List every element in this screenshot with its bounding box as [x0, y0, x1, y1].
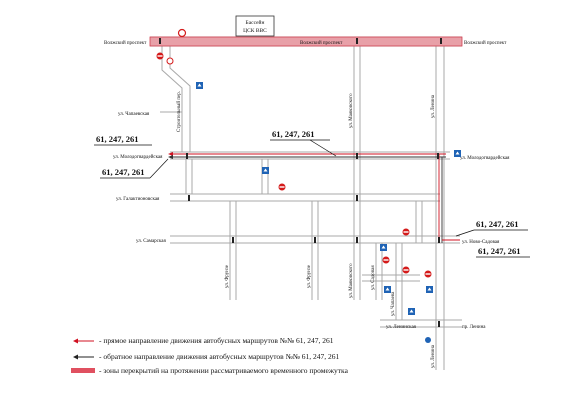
- legend-closure: - зоны перекрытий на протяжении рассматр…: [70, 366, 450, 375]
- route-lines: [170, 153, 460, 243]
- route-label: 61, 247, 261: [272, 129, 315, 139]
- street-label: ул. Молодогвардейская: [460, 156, 510, 161]
- arrow-left-icon: [168, 152, 173, 156]
- no-entry-sign: [424, 270, 432, 278]
- traffic-light-icon: [159, 38, 442, 327]
- route-label: 61, 247, 261: [96, 134, 139, 144]
- one-way-sign: [454, 150, 461, 157]
- legend-forward: - прямое направление движения автобусных…: [70, 336, 450, 345]
- arrow-left-icon: [168, 155, 173, 159]
- street-label: ул. Маяковского: [349, 263, 354, 298]
- reverse-arrow-icon: [70, 353, 96, 361]
- one-way-sign: [426, 286, 433, 293]
- street-label: ул. Молодогвардейская: [113, 155, 163, 160]
- street-label: ул. Ленина: [431, 94, 436, 118]
- no-entry-sign: [156, 52, 164, 60]
- no-entry-sign: [278, 183, 286, 191]
- route-label: 61, 247, 261: [476, 219, 519, 229]
- building-line2: ЦСК ВВС: [243, 28, 267, 34]
- one-way-sign: [425, 337, 431, 343]
- legend-forward-text: - прямое направление движения автобусных…: [99, 336, 334, 345]
- street-label: ул. Фрунзе: [307, 264, 312, 288]
- street-label: ул. Фрунзе: [225, 264, 230, 288]
- one-way-sign: [196, 82, 203, 89]
- one-way-sign: [380, 244, 387, 251]
- street-label: ул. Чапаева: [391, 291, 396, 316]
- legend-closure-text: - зоны перекрытий на протяжении рассматр…: [99, 366, 348, 375]
- route-label: 61, 247, 261: [478, 246, 521, 256]
- route-callouts: [94, 139, 530, 258]
- legend-reverse: - обратное направление движения автобусн…: [70, 352, 450, 361]
- street-label: ул. Самарская: [136, 239, 166, 244]
- no-stopping-sign: [166, 57, 174, 65]
- route-label: 61, 247, 261: [102, 167, 145, 177]
- legend-reverse-text: - обратное направление движения автобусн…: [99, 352, 340, 361]
- pool-building: Бассейн ЦСК ВВС: [235, 15, 275, 37]
- no-entry-sign: [402, 228, 410, 236]
- building-line1: Бассейн: [246, 19, 265, 26]
- forward-arrow-icon: [70, 337, 96, 345]
- street-label: Волжский проспект: [104, 41, 147, 46]
- street-label: Волжский проспект: [464, 41, 507, 46]
- street-label: Волжский проспект: [300, 41, 343, 46]
- one-way-sign: [408, 308, 415, 315]
- no-stopping-sign: [177, 28, 187, 38]
- street-label: ул. Чапаевская: [118, 112, 150, 117]
- one-way-sign: [262, 167, 269, 174]
- closure-zone-volzhsky: [149, 36, 463, 47]
- street-label: ул. Ленина: [431, 344, 436, 368]
- street-label: ул. Ново-Садовая: [462, 240, 500, 245]
- street-label: ул. Маяковского: [349, 93, 354, 128]
- street-label: ул. Галактионовская: [116, 197, 160, 202]
- street-label: ул. Садовая: [371, 265, 376, 290]
- road-network: [150, 36, 462, 370]
- street-label: Строительный пер.: [177, 91, 182, 132]
- one-way-sign: [384, 286, 391, 293]
- closure-zone-swatch: [70, 367, 96, 375]
- street-label: пр. Ленина: [462, 325, 486, 330]
- no-entry-sign: [382, 256, 390, 264]
- street-label: ул. Ленинская: [386, 325, 417, 330]
- no-entry-sign: [402, 266, 410, 274]
